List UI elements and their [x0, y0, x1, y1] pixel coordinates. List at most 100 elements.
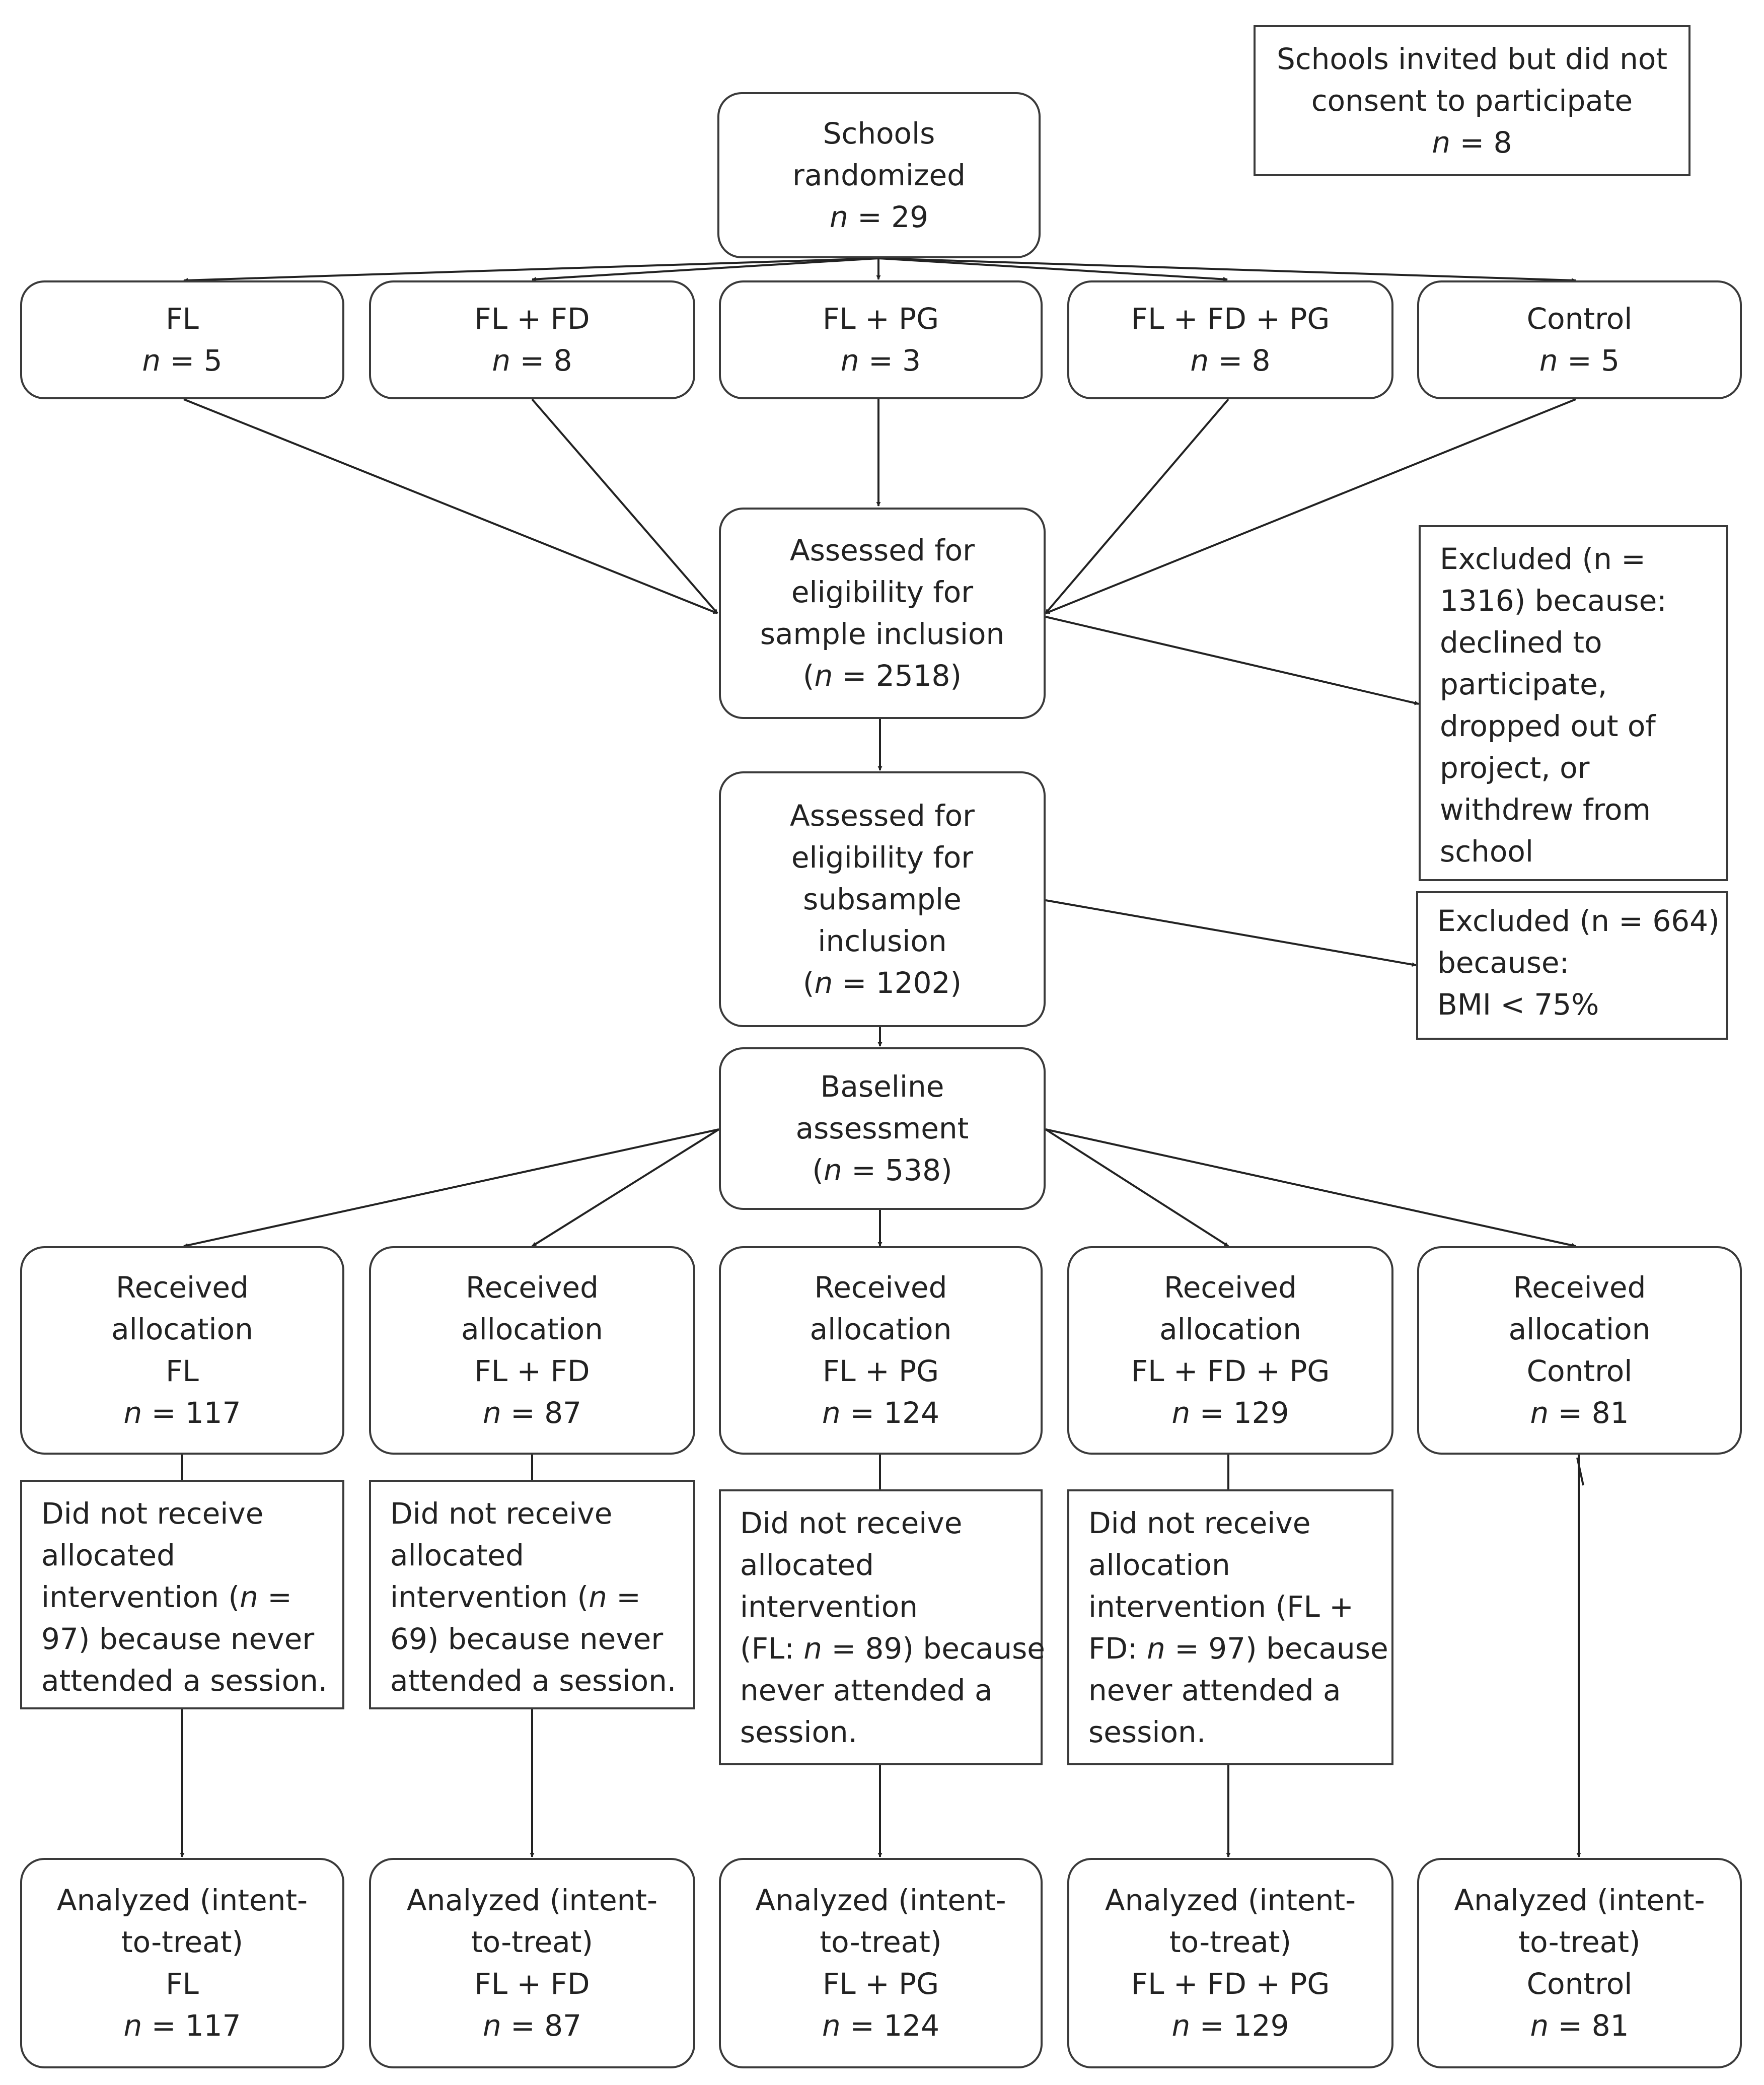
- excluded-sample-line: project, or: [1440, 751, 1590, 785]
- group-box-fl: FL n = 5: [20, 280, 344, 399]
- received-box-fl-fd-pg: Received allocation FL + FD + PG n = 129: [1067, 1246, 1393, 1455]
- received-n: 117: [185, 1396, 241, 1430]
- not-consented-line-1: Schools invited but did not: [1276, 41, 1668, 76]
- analyzed-line-1: Analyzed (intent-: [56, 1883, 308, 1917]
- not-received-text: intervention (: [41, 1580, 240, 1614]
- eligibility-subsample-line-3: subsample: [803, 882, 962, 916]
- received-box-fl: Received allocation FL n = 117: [20, 1246, 344, 1455]
- excluded-sample-box: Excluded (n = 1316) because: declined to…: [1419, 525, 1728, 881]
- group-count: n = 3: [840, 343, 921, 378]
- group-count: n = 8: [1190, 343, 1271, 378]
- analyzed-line-2: to-treat): [471, 1925, 594, 1959]
- not-received-line: never attended a: [1088, 1673, 1341, 1707]
- arrow-eligibility-to-excluded: [1045, 616, 1419, 705]
- received-n: 124: [884, 1396, 939, 1430]
- analyzed-n: 124: [884, 2008, 939, 2043]
- not-received-line: (FL: n = 89) because: [740, 1631, 1045, 1666]
- not-received-line: intervention (FL +: [1088, 1590, 1354, 1624]
- not-received-box-fl-pg: Did not receive allocated intervention (…: [719, 1489, 1045, 1765]
- randomized-n: 29: [891, 199, 929, 234]
- analyzed-line-2: to-treat): [1169, 1925, 1292, 1959]
- arrow-control-to-eligibility: [1045, 398, 1576, 614]
- baseline-line-1: Baseline: [820, 1069, 944, 1104]
- arrow-baseline-to-fl-fd: [531, 1128, 720, 1247]
- randomized-line-1: Schools: [823, 116, 935, 151]
- analyzed-label: FL: [166, 1967, 199, 2001]
- received-line-1: Received: [1513, 1270, 1646, 1305]
- not-received-text: intervention (: [390, 1580, 589, 1614]
- excluded-sample-line: Excluded (n =: [1440, 542, 1646, 576]
- received-box-fl-pg: Received allocation FL + PG n = 124: [719, 1246, 1043, 1455]
- group-count: n = 5: [142, 343, 223, 378]
- analyzed-box-fl-fd-pg: Analyzed (intent- to-treat) FL + FD + PG…: [1067, 1858, 1393, 2068]
- analyzed-line-2: to-treat): [820, 1925, 942, 1959]
- not-consented-box: Schools invited but did not consent to p…: [1254, 25, 1690, 176]
- group-label: FL + PG: [822, 302, 939, 336]
- not-received-box-fl: Did not receive allocated intervention (…: [20, 1480, 344, 1709]
- group-label: FL + FD: [474, 302, 590, 336]
- analyzed-box-fl-pg: Analyzed (intent- to-treat) FL + PG n = …: [719, 1858, 1043, 2068]
- received-line-1: Received: [466, 1270, 599, 1305]
- group-n: 8: [1252, 343, 1271, 378]
- received-n: 87: [544, 1396, 582, 1430]
- arrow-baseline-to-control: [1045, 1128, 1576, 1248]
- not-received-line: Did not receive: [740, 1506, 963, 1540]
- not-received-text: (FL:: [740, 1631, 804, 1666]
- group-count: n = 5: [1539, 343, 1620, 378]
- not-received-line: Did not receive: [390, 1496, 613, 1531]
- not-received-line: attended a session.: [41, 1664, 328, 1698]
- received-n: 129: [1233, 1396, 1289, 1430]
- received-count: n = 129: [1171, 1396, 1289, 1430]
- not-received-line: allocation: [1088, 1548, 1230, 1582]
- not-received-line: 69) because never: [390, 1622, 664, 1656]
- analyzed-label: FL + PG: [822, 1967, 939, 2001]
- eligibility-subsample-line-1: Assessed for: [790, 798, 975, 833]
- analyzed-count: n = 81: [1530, 2008, 1629, 2043]
- received-line-2: allocation: [1159, 1312, 1301, 1346]
- excluded-sample-line: dropped out of: [1440, 709, 1656, 743]
- analyzed-line-1: Analyzed (intent-: [755, 1883, 1006, 1917]
- randomized-count: n = 29: [829, 199, 929, 234]
- eligibility-subsample-box: Assessed for eligibility for subsample i…: [719, 771, 1046, 1027]
- received-count: n = 117: [123, 1396, 241, 1430]
- not-received-box-fl-fd: Did not receive allocated intervention (…: [369, 1480, 695, 1709]
- received-line-1: Received: [1164, 1270, 1297, 1305]
- not-consented-count: n = 8: [1432, 125, 1512, 160]
- received-line-2: allocation: [1508, 1312, 1651, 1346]
- received-count: n = 87: [482, 1396, 582, 1430]
- received-label: FL + FD + PG: [1131, 1354, 1330, 1388]
- analyzed-count: n = 124: [822, 2008, 939, 2043]
- analyzed-n: 87: [544, 2008, 582, 2043]
- group-box-fl-fd-pg: FL + FD + PG n = 8: [1067, 280, 1393, 399]
- excluded-subsample-line: BMI < 75%: [1437, 987, 1599, 1022]
- arrow-fl-fd-to-eligibility: [531, 398, 718, 614]
- analyzed-line-1: Analyzed (intent-: [1105, 1883, 1356, 1917]
- analyzed-count: n = 117: [123, 2008, 241, 2043]
- not-received-line: intervention (n =: [41, 1580, 292, 1614]
- analyzed-line-1: Analyzed (intent-: [1454, 1883, 1705, 1917]
- eligibility-subsample-line-2: eligibility for: [791, 840, 974, 875]
- arrow-fl-to-eligibility: [183, 398, 718, 614]
- eligibility-sample-count: (n = 2518): [802, 659, 962, 693]
- not-received-line: intervention: [740, 1590, 918, 1624]
- group-label: Control: [1526, 302, 1633, 336]
- received-label: FL: [166, 1354, 199, 1388]
- analyzed-n: 117: [185, 2008, 241, 2043]
- arrow-fl-fd-pg-to-eligibility: [1045, 398, 1229, 614]
- not-received-line: intervention (n =: [390, 1580, 641, 1614]
- group-n: 8: [553, 343, 572, 378]
- eligibility-sample-line-3: sample inclusion: [760, 617, 1005, 651]
- analyzed-label: FL + FD + PG: [1131, 1967, 1330, 2001]
- analyzed-count: n = 87: [482, 2008, 582, 2043]
- group-box-control: Control n = 5: [1417, 280, 1742, 399]
- analyzed-box-fl-fd: Analyzed (intent- to-treat) FL + FD n = …: [369, 1858, 695, 2068]
- analyzed-n: 129: [1233, 2008, 1289, 2043]
- eligibility-sample-line-1: Assessed for: [790, 533, 975, 567]
- eligibility-subsample-n: 1202: [875, 965, 950, 1000]
- not-received-line: 97) because never: [41, 1622, 315, 1656]
- received-n: 81: [1591, 1396, 1629, 1430]
- baseline-count: (n = 538): [812, 1153, 952, 1187]
- arrow-randomized-to-control: [878, 257, 1576, 283]
- arrow-baseline-to-fl-fd-pg: [1045, 1128, 1229, 1247]
